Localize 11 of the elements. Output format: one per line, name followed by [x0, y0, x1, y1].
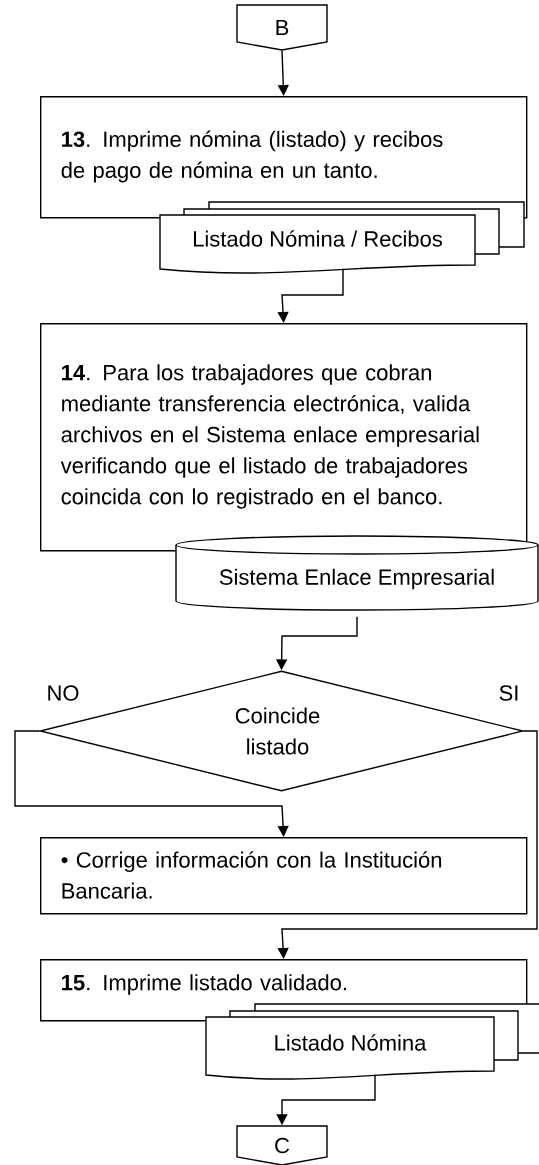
- off-page-connector: C: [236, 1125, 328, 1165]
- document-stack: Listado Nómina / Recibos: [159, 201, 525, 274]
- arrow: [277, 268, 344, 323]
- arrow: [277, 730, 538, 959]
- off-page-connector: B: [236, 4, 328, 51]
- document-stack: Listado Nómina: [205, 1003, 539, 1080]
- process-box: • Corrige información con la Institución Bancaria.: [40, 837, 528, 915]
- edge-label: NO: [45, 684, 81, 702]
- arrow: [14, 730, 289, 837]
- edge-label: SI: [497, 684, 521, 702]
- database-cylinder: Sistema Enlace Empresarial: [175, 535, 539, 611]
